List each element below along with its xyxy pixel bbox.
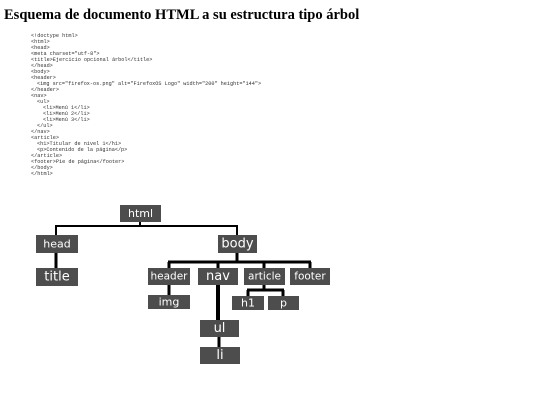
node-box (148, 295, 190, 309)
node-box (200, 347, 240, 364)
node-label: html (128, 207, 153, 220)
node-box (232, 296, 264, 310)
code-line: </body> (31, 165, 53, 171)
code-line: <!doctype html> (31, 33, 78, 39)
node-label: img (159, 296, 180, 309)
html-code-listing: <!doctype html> <html> <head> <meta char… (31, 33, 261, 177)
tree-node-ul: ul (200, 320, 239, 337)
node-label: ul (214, 321, 226, 336)
code-line: <article> (31, 135, 60, 141)
node-box (268, 296, 299, 310)
node-label: nav (206, 269, 230, 284)
node-box (198, 268, 238, 285)
node-box (200, 320, 239, 337)
tree-node-html: html (120, 205, 161, 222)
code-line: <ul> (37, 99, 50, 105)
tree-node-header: header (148, 268, 190, 285)
code-line: <h1>Titular de nivel 1</h1> (37, 141, 122, 147)
tree-connectors (54, 222, 312, 347)
tree-node-footer: footer (290, 268, 330, 285)
code-line: <meta charset="utf-8"> (31, 51, 100, 57)
tree-node-article: article (244, 268, 285, 285)
code-line: <head> (31, 45, 50, 51)
code-line: </nav> (31, 129, 50, 135)
node-label: title (44, 270, 69, 285)
code-line: <header> (31, 75, 56, 81)
code-line: <img src="firefox-os.png" alt="FirefoxOS… (37, 81, 262, 87)
node-label: head (43, 238, 70, 251)
code-line: <body> (31, 69, 50, 75)
tree-node-title: title (36, 268, 78, 286)
code-line: <li>Menú 1</li> (43, 105, 90, 111)
code-line: <li>Menú 2</li> (43, 111, 90, 117)
code-line: <title>Ejercicio opcional árbol</title> (31, 57, 153, 63)
node-label: header (151, 271, 189, 283)
tree-node-body: body (218, 235, 257, 253)
code-line: <nav> (31, 93, 47, 99)
code-line: <footer>Pie de página</footer> (31, 159, 125, 165)
node-label: li (216, 348, 223, 363)
code-line: </header> (31, 87, 60, 93)
node-box (36, 235, 78, 253)
page-title: Esquema de documento HTML a su estructur… (4, 7, 360, 23)
code-line: <p>Contenido de la página</p> (37, 147, 128, 153)
node-label: article (248, 271, 281, 283)
tree-node-p: p (268, 296, 299, 310)
code-line: </ul> (37, 123, 53, 129)
code-line: </html> (31, 171, 53, 177)
tree-node-nav: nav (198, 268, 238, 285)
tree-node-head: head (36, 235, 78, 253)
node-box (218, 235, 257, 253)
node-box (120, 205, 161, 222)
node-box (36, 268, 78, 286)
code-line: <html> (31, 39, 50, 45)
node-box (244, 268, 285, 285)
node-label: h1 (241, 297, 255, 310)
tree-node-h1: h1 (232, 296, 264, 310)
code-line: </article> (31, 153, 63, 159)
node-box (290, 268, 330, 285)
tree-node-li: li (200, 347, 240, 364)
node-label: p (280, 297, 287, 310)
node-label: footer (294, 271, 326, 283)
code-line: <li>Menú 3</li> (43, 117, 90, 123)
node-box (148, 268, 190, 285)
code-line: </head> (31, 63, 53, 69)
tree-node-img: img (148, 295, 190, 309)
node-label: body (221, 237, 253, 252)
